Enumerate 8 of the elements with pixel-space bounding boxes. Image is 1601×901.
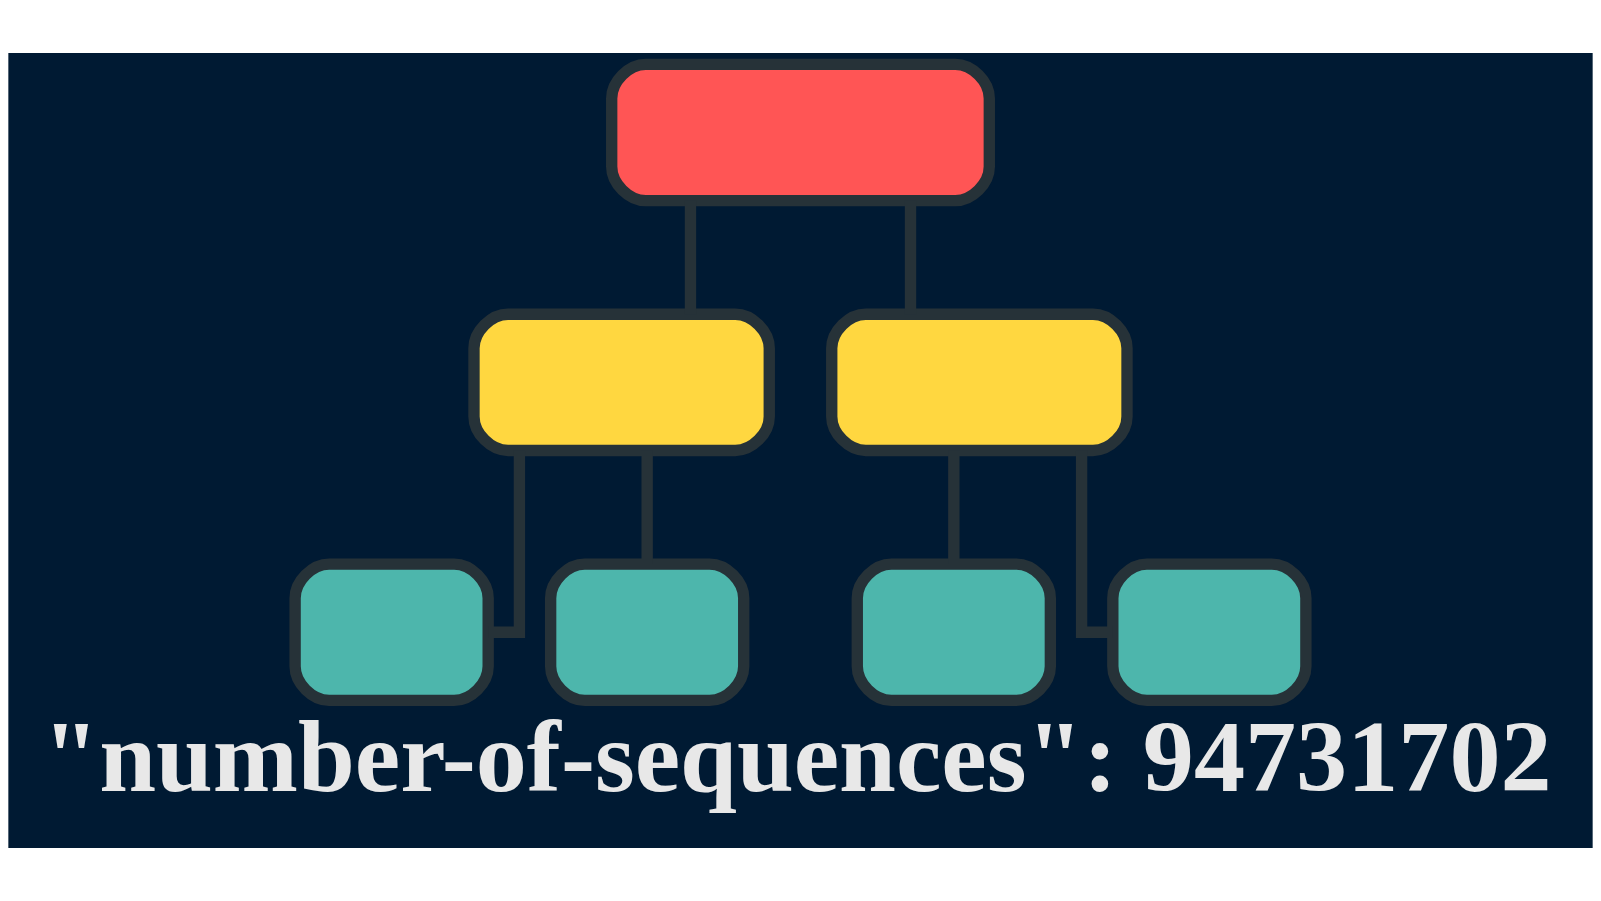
node-box [289,558,494,707]
node-box [544,558,750,707]
node-box [606,58,995,207]
node-box [1107,558,1312,707]
node-box [826,308,1133,457]
caption: "number-of-sequences": 94731702 [42,699,1552,813]
node-box [468,308,775,457]
node-box [851,558,1057,707]
